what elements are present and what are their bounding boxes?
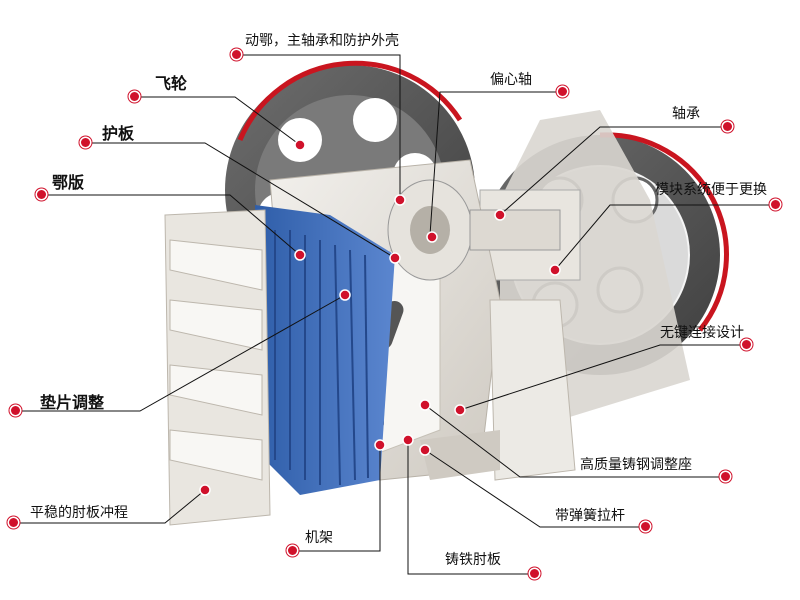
label-cast-steel-seat: 高质量铸钢调整座 [580,457,692,473]
label-dot [288,546,297,555]
label-dot [771,200,780,209]
label-dot [558,87,567,96]
label-modular-system: 模块系统便于更换 [655,182,767,198]
label-dot [11,406,20,415]
label-frame: 机架 [305,530,333,546]
label-guard-plate: 护板 [102,124,135,143]
jaw-plate [255,205,395,495]
label-dot [9,518,18,527]
label-eccentric-shaft: 偏心轴 [490,72,532,88]
label-bearing: 轴承 [672,106,700,122]
label-dot [742,340,751,349]
label-spring-tension-rod: 带弹簧拉杆 [555,508,625,524]
label-jaw-plate: 鄂版 [52,173,85,192]
component-markers [199,139,561,496]
label-dot [641,522,650,531]
leader-lines [14,54,775,575]
label-dot [530,569,539,578]
label-dot [37,190,46,199]
label-dot [721,472,730,481]
label-cast-iron-toggle: 铸铁肘板 [445,552,501,568]
label-dot [723,122,732,131]
label-shim-adjustment: 垫片调整 [40,393,105,412]
label-swing-jaw-bearing-guard: 动鄂，主轴承和防护外壳 [245,33,399,49]
label-dot [232,50,241,59]
label-toggle-stroke: 平稳的肘板冲程 [30,505,128,521]
frame-right [420,299,576,481]
label-keyless-connection: 无键连接设计 [660,325,744,341]
label-dot [130,92,139,101]
label-dot [81,138,90,147]
label-flywheel: 飞轮 [155,74,188,93]
